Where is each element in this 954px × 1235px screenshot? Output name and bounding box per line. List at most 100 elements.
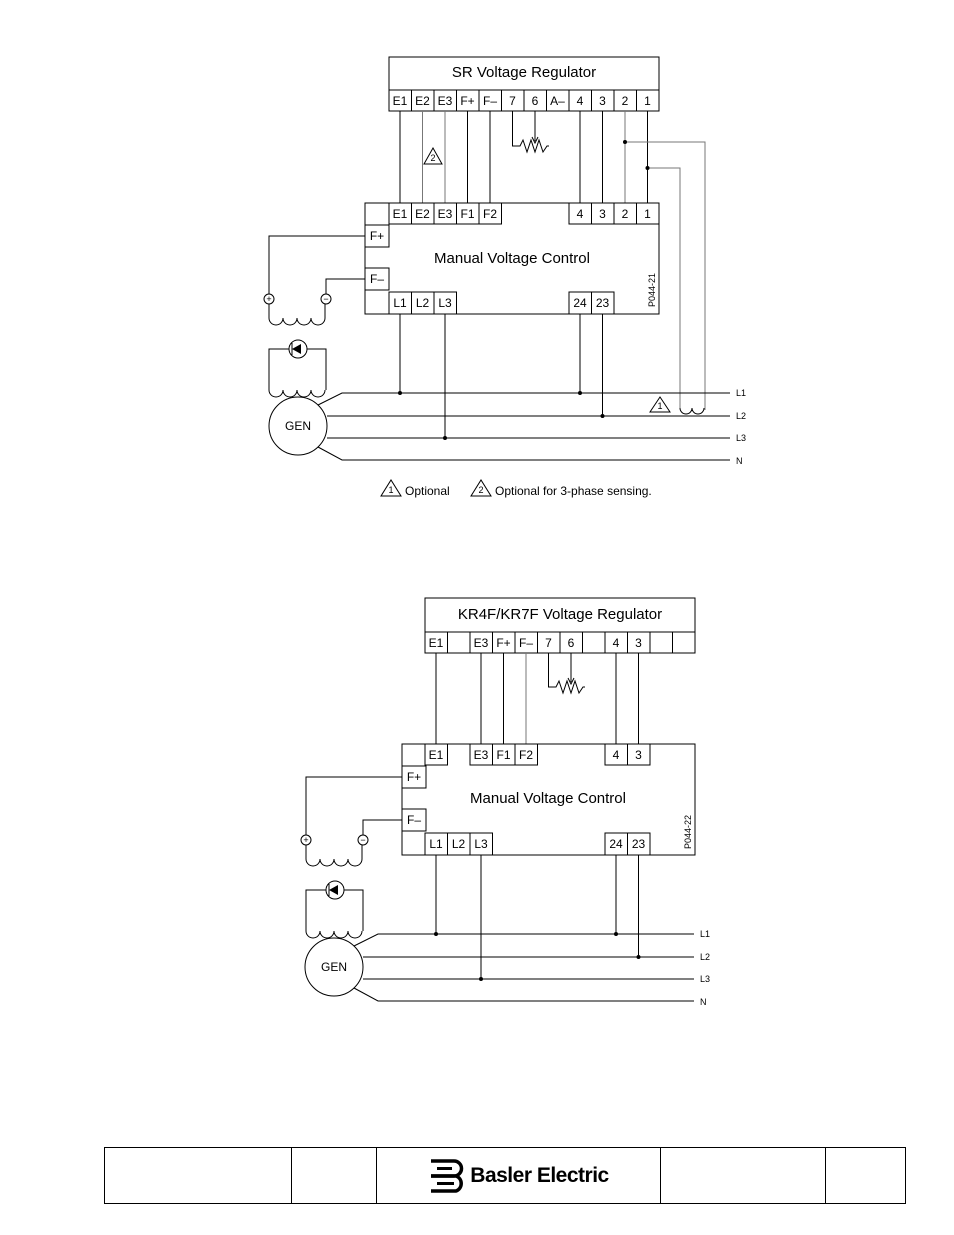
sr-terminal-label: E3 (438, 94, 453, 108)
svg-text:E1: E1 (429, 748, 444, 762)
mvc-1-bottom-terminals: L1 L2 L3 24 23 (388, 291, 615, 315)
sr-terminal-label: E1 (393, 94, 408, 108)
svg-text:1: 1 (657, 401, 662, 411)
footer-cell-5 (826, 1148, 905, 1203)
sr-terminal-label: F– (483, 94, 497, 108)
svg-text:+: + (266, 294, 271, 304)
svg-text:F2: F2 (519, 748, 533, 762)
sr-terminal-label: 1 (644, 94, 651, 108)
svg-text:2: 2 (622, 207, 629, 221)
footer-cell-4 (661, 1148, 826, 1203)
kr-regulator-terminal-strip: E1 E3 F+ F– 7 6 4 3 (424, 631, 696, 654)
generator-1: GEN (268, 396, 328, 456)
sr-terminal-label: 2 (622, 94, 629, 108)
svg-text:N: N (736, 456, 743, 466)
power-lines-2: L1 L2 L3 N (353, 929, 710, 1007)
footer-cell-1 (105, 1148, 292, 1203)
svg-text:E3: E3 (474, 636, 489, 650)
svg-text:24: 24 (609, 837, 623, 851)
svg-text:6: 6 (568, 636, 575, 650)
sr-terminal-label: 4 (577, 94, 584, 108)
svg-text:L1: L1 (736, 388, 746, 398)
svg-text:F+: F+ (370, 229, 384, 243)
mvc-2-top-terminals: E1 E3 F1 F2 4 3 (424, 743, 651, 766)
potentiometer-symbol (512, 111, 549, 154)
svg-text:L2: L2 (452, 837, 466, 851)
regulator-to-mvc-wires (399, 111, 648, 203)
svg-text:L1: L1 (393, 296, 407, 310)
svg-text:1: 1 (644, 207, 651, 221)
diagram-kr-regulator: KR4F/KR7F Voltage Regulator E1 E3 F+ F– … (300, 597, 710, 1007)
mvc-2-bottom-terminals: L1 L2 L3 24 23 (424, 832, 651, 856)
exciter-diode-1 (268, 339, 327, 398)
mvc-2-line-taps (434, 855, 641, 981)
sr-terminal-label: F+ (460, 94, 474, 108)
svg-text:E3: E3 (438, 207, 453, 221)
sr-regulator-terminal-strip: E1 E2 E3 F+ F– 7 6 A– 4 3 2 1 (388, 89, 660, 112)
svg-text:4: 4 (613, 748, 620, 762)
drawing-id-1: P044-21 (647, 273, 657, 307)
svg-text:4: 4 (577, 207, 584, 221)
svg-text:E1: E1 (429, 636, 444, 650)
svg-text:F–: F– (519, 636, 533, 650)
legend-3-phase: Optional for 3-phase sensing. (495, 484, 652, 498)
field-winding-2: + − (300, 776, 402, 867)
svg-text:7: 7 (545, 636, 552, 650)
diagram-sr-regulator: SR Voltage Regulator E1 E2 E3 F+ F– 7 6 … (263, 56, 746, 498)
gen-label-2: GEN (321, 960, 347, 974)
svg-text:F+: F+ (496, 636, 510, 650)
svg-text:E1: E1 (393, 207, 408, 221)
note-2-marker: 2 (423, 146, 443, 165)
footer-logo-cell: Basler Electric (377, 1148, 661, 1203)
power-lines-1: L1 L2 L3 N (317, 388, 746, 466)
svg-text:23: 23 (596, 296, 610, 310)
svg-text:24: 24 (573, 296, 587, 310)
sr-terminal-label: 3 (599, 94, 606, 108)
mvc-1-side-terminals: F+ F– (364, 224, 390, 291)
sr-regulator-title: SR Voltage Regulator (452, 64, 596, 81)
legend-optional: Optional (405, 484, 450, 498)
svg-text:−: − (360, 835, 365, 845)
basler-brand-text: Basler Electric (470, 1163, 609, 1187)
svg-text:L3: L3 (736, 433, 746, 443)
svg-text:23: 23 (632, 837, 646, 851)
sr-terminal-label: 6 (532, 94, 539, 108)
svg-text:F1: F1 (496, 748, 510, 762)
svg-text:F+: F+ (407, 770, 421, 784)
page-footer: Basler Electric (104, 1147, 906, 1204)
svg-text:L1: L1 (429, 837, 443, 851)
mvc-1-line-taps (398, 314, 605, 440)
svg-text:L2: L2 (416, 296, 430, 310)
svg-text:E2: E2 (415, 207, 430, 221)
svg-text:1: 1 (388, 485, 393, 495)
svg-text:4: 4 (613, 636, 620, 650)
generator-2: GEN (304, 937, 364, 997)
svg-text:N: N (700, 997, 707, 1007)
gen-label-1: GEN (285, 419, 311, 433)
sr-terminal-label: A– (550, 94, 565, 108)
svg-text:L3: L3 (438, 296, 452, 310)
svg-text:3: 3 (635, 636, 642, 650)
svg-text:+: + (303, 835, 308, 845)
legend: 1 Optional 2 Optional for 3-phase sensin… (380, 479, 652, 498)
svg-text:F–: F– (370, 272, 384, 286)
sr-terminal-label: E2 (415, 94, 430, 108)
basler-logo-icon (431, 1158, 464, 1193)
svg-text:L3: L3 (700, 974, 710, 984)
field-winding-1: + − (263, 235, 365, 326)
svg-text:2: 2 (430, 153, 435, 163)
drawing-id-2: P044-22 (683, 815, 693, 849)
svg-text:L3: L3 (474, 837, 488, 851)
svg-text:2: 2 (478, 485, 483, 495)
mvc-1-top-terminals: E1 E2 E3 F1 F2 4 3 2 1 (388, 202, 660, 225)
svg-text:−: − (323, 294, 328, 304)
svg-text:F2: F2 (483, 207, 497, 221)
sr-terminal-label: 7 (509, 94, 516, 108)
svg-text:F1: F1 (460, 207, 474, 221)
svg-text:E3: E3 (474, 748, 489, 762)
svg-text:3: 3 (599, 207, 606, 221)
wiring-diagrams: SR Voltage Regulator E1 E2 E3 F+ F– 7 6 … (263, 56, 746, 1007)
mvc-2-side-terminals: F+ F– (401, 765, 427, 832)
note-1-marker: 1 (649, 396, 671, 413)
svg-text:F–: F– (407, 813, 421, 827)
